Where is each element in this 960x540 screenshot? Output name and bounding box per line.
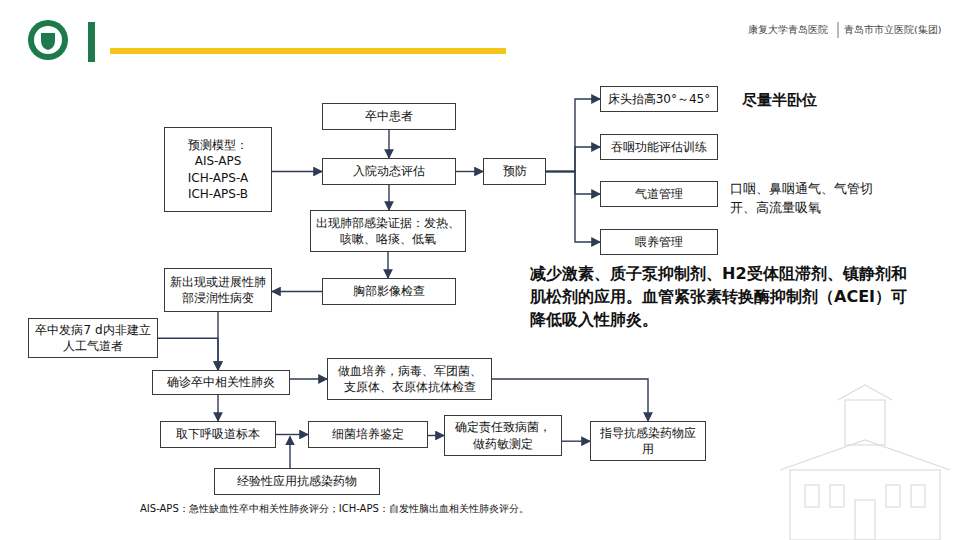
flow-arrow [387, 252, 388, 278]
flow-arrow [546, 172, 600, 243]
annotation: 减少激素、质子泵抑制剂、H2受体阻滞剂、镇静剂和肌松剂的应用。血管紧张素转换酶抑… [530, 262, 910, 332]
flow-arrow [276, 434, 308, 435]
box-text: 气道管理 [635, 186, 683, 202]
box-text: 新出现或进展性肺部浸润性病变 [170, 274, 266, 306]
process-box: 出现肺部感染证据：发热、咳嗽、咯痰、低氧 [310, 210, 466, 252]
footnote: AIS-APS：急性缺血性卒中相关性肺炎评分；ICH-APS：自发性脑出血相关性… [140, 502, 660, 517]
process-box: 喂养管理 [600, 229, 718, 255]
box-text: ICH-APS-A [188, 170, 248, 186]
flow-arrow [546, 172, 600, 195]
box-text: 出现肺部感染证据：发热、咳嗽、咯痰、低氧 [316, 215, 460, 247]
process-box: 经验性应用抗感染药物 [214, 468, 380, 495]
box-text: 取下呼吸道标本 [176, 426, 260, 442]
process-box: 预测模型：AIS-APSICH-APS-AICH-APS-B [164, 127, 272, 212]
flow-arrow [388, 130, 389, 158]
annotation: 尽量半卧位 [742, 90, 862, 112]
header-divider [838, 22, 839, 38]
box-text: 床头抬高30°～45° [608, 91, 711, 107]
process-box: 确定责任致病菌，做药敏测定 [444, 415, 562, 456]
flow-arrow [388, 185, 389, 210]
logo-inner [34, 26, 62, 54]
flow-arrow [272, 291, 322, 292]
process-box: 新出现或进展性肺部浸润性病变 [164, 268, 272, 312]
process-box: 卒中发病7 d内非建立人工气道者 [28, 318, 158, 358]
box-text: 吞咽功能评估训练 [611, 139, 707, 155]
process-box: 入院动态评估 [322, 158, 456, 185]
box-text: 预测模型： [188, 137, 248, 153]
box-text: 卒中发病7 d内非建立人工气道者 [34, 322, 152, 354]
flow-arrow [546, 147, 600, 172]
box-text: 做血培养，病毒、军团菌、支原体、衣原体抗体检查 [333, 363, 486, 395]
process-box: 气道管理 [600, 181, 718, 207]
process-box: 预防 [483, 158, 546, 185]
box-text: AIS-APS [195, 153, 242, 169]
process-box: 床头抬高30°～45° [600, 86, 718, 112]
process-box: 取下呼吸道标本 [160, 421, 276, 448]
process-box: 细菌培养鉴定 [308, 421, 428, 448]
box-text: 细菌培养鉴定 [332, 426, 404, 442]
building-watermark [780, 385, 950, 540]
box-text: ICH-APS-B [188, 186, 248, 202]
flow-arrow [562, 440, 590, 441]
process-box: 指导抗感染药物应用 [590, 421, 706, 461]
logo-shield [41, 33, 55, 50]
flow-arrow [158, 338, 218, 370]
box-text: 入院动态评估 [353, 163, 425, 179]
logo [28, 20, 68, 60]
flow-arrow [546, 99, 600, 172]
accent-bar [88, 22, 95, 62]
flow-arrow [289, 437, 290, 469]
process-box: 胸部影像检查 [322, 278, 456, 305]
process-box: 卒中患者 [322, 103, 456, 130]
hospital-name: 青岛市市立医院(集团) [844, 23, 954, 37]
box-text: 预防 [503, 163, 527, 179]
box-text: 指导抗感染药物应用 [596, 425, 700, 457]
box-text: 经验性应用抗感染药物 [237, 473, 357, 489]
box-text: 确定责任致病菌，做药敏测定 [450, 419, 556, 451]
flow-arrow [217, 395, 218, 421]
flow-arrow [272, 171, 322, 172]
box-text: 确诊卒中相关性肺炎 [167, 374, 275, 390]
annotation: 口咽、鼻咽通气、气管切开、高流量吸氧 [730, 180, 895, 218]
hospital-name: 康复大学青岛医院 [748, 23, 836, 37]
process-box: 做血培养，病毒、军团菌、支原体、衣原体抗体检查 [327, 358, 492, 400]
box-text: 胸部影像检查 [353, 283, 425, 299]
process-box: 吞咽功能评估训练 [600, 134, 718, 160]
flow-arrow [290, 378, 327, 379]
process-box: 确诊卒中相关性肺炎 [152, 370, 290, 395]
flow-arrow [428, 435, 444, 436]
box-text: 喂养管理 [635, 234, 683, 250]
accent-line [110, 48, 506, 54]
box-text: 卒中患者 [365, 108, 413, 124]
flow-arrow [456, 171, 483, 172]
